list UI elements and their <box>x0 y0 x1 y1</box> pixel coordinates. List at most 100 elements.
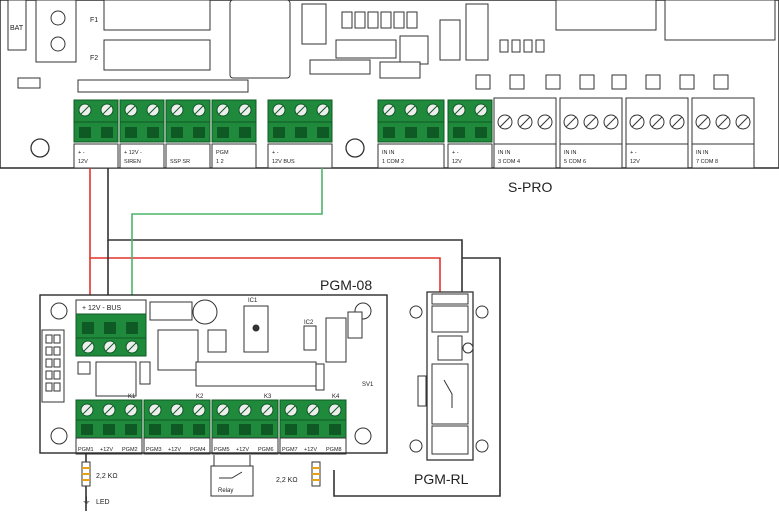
pgm08-output-label: PGM4 <box>190 447 206 453</box>
spro-terminal-block <box>165 99 211 143</box>
mounting-hole <box>409 439 423 453</box>
spro-title: S-PRO <box>508 179 552 195</box>
pgmrl-relay <box>431 363 469 425</box>
pgm08-output-label: PGM2 <box>122 447 138 453</box>
pgmrl-title: PGM-RL <box>414 471 469 487</box>
pgmrl-module: PGM-RL <box>409 291 489 487</box>
mounting-hole <box>30 138 50 158</box>
component <box>17 77 41 89</box>
bat-label: BAT <box>10 25 24 32</box>
fuse-f1-label: F1 <box>90 17 98 24</box>
pgm08-relay-label: K1 <box>128 394 136 400</box>
spro-terminal-bottom-label: 5 COM 6 <box>564 159 586 165</box>
wires <box>85 168 501 511</box>
spro-terminal-label-box <box>211 143 257 169</box>
pgm08-output-label: +12V <box>168 447 181 453</box>
mounting-hole <box>354 427 372 445</box>
pgm08-output-label: +12V <box>236 447 249 453</box>
pgm08-dip-header <box>41 329 65 403</box>
spro-terminal-top-label: IN IN <box>382 150 395 156</box>
spro-terminal-label-box <box>377 143 445 169</box>
buzzer <box>192 299 218 325</box>
spro-terminal-bottom-label: 7 COM 8 <box>696 159 718 165</box>
spro-terminal-top-label: IN IN <box>498 150 511 156</box>
spro-terminal-group-1 <box>73 99 493 143</box>
pgm08-bus-terminal: + 12V - BUS <box>75 299 147 357</box>
spro-terminal-block <box>211 99 257 143</box>
spro-terminal-block <box>447 99 493 143</box>
relay-block <box>229 0 291 79</box>
led-label: LED <box>96 499 110 506</box>
relay-label: Relay <box>218 488 233 494</box>
fuse-f2-label: F2 <box>90 55 98 62</box>
spro-terminal-label-box <box>559 143 623 169</box>
pgmrl-diode <box>417 375 427 407</box>
resistor-2-label: 2,2 KΩ <box>276 477 298 484</box>
mounting-hole <box>50 427 68 445</box>
load-annotations: 2,2 KΩ ⏚ LED Relay 2,2 KΩ <box>81 455 321 506</box>
component-strip <box>77 79 249 93</box>
pgm08-output-label: +12V <box>304 447 317 453</box>
spro-terminal-bottom-label: 12V <box>78 159 88 165</box>
spro-terminal-block <box>267 99 333 143</box>
screw-icon <box>50 10 66 26</box>
pgmrl-chip <box>431 305 469 333</box>
resistor-1-label: 2,2 KΩ <box>96 473 118 480</box>
fuse-1 <box>103 0 211 31</box>
pgmrl-terminal <box>431 425 469 455</box>
spro-terminal-top-label: + - <box>78 150 85 156</box>
pgm08-bus-header: + 12V - BUS <box>82 305 121 312</box>
spro-screw-block <box>493 97 557 145</box>
spro-terminal-top-label: PGM <box>216 150 229 156</box>
spro-terminal-top-label: IN IN <box>564 150 577 156</box>
pgm08-output-label: PGM8 <box>326 447 342 453</box>
ic2-label: IC2 <box>304 320 314 326</box>
wire-pgmrl-return <box>333 257 501 497</box>
spro-terminal-bottom-label: 12V <box>452 159 462 165</box>
spro-terminal-label-box <box>625 143 689 169</box>
mounting-hole <box>475 439 489 453</box>
spro-terminal-bottom-label: 12V <box>630 159 640 165</box>
spro-terminal-bottom-label: 1 COM 2 <box>382 159 404 165</box>
ic1-label: IC1 <box>248 298 258 304</box>
pgmrl-connector <box>431 293 469 305</box>
ic-row <box>309 0 776 79</box>
pgm08-components <box>77 301 363 397</box>
spro-screw-block <box>691 97 755 145</box>
pgm08-output-label: PGM7 <box>282 447 298 453</box>
pgm08-relay-label: K3 <box>264 394 272 400</box>
spro-terminal-top-label: + - <box>452 150 459 156</box>
spro-terminal-label-box <box>119 143 165 169</box>
spro-terminal-block <box>119 99 165 143</box>
wire-gnd-dark <box>107 168 463 298</box>
spro-terminal-label-box <box>447 143 493 169</box>
spro-terminal-label-box <box>73 143 119 169</box>
pgm08-output-label: PGM6 <box>258 447 274 453</box>
spro-screw-block <box>625 97 689 145</box>
spro-terminal-bottom-label: 3 COM 4 <box>498 159 520 165</box>
spro-terminal-top-label: + 12V - <box>124 150 142 156</box>
mounting-hole <box>50 302 68 320</box>
spro-screw-terminals <box>493 97 755 145</box>
spro-terminal-block <box>73 99 119 143</box>
fuse-holder-left <box>35 0 77 63</box>
pgm08-relay-label: K2 <box>196 394 204 400</box>
spro-terminal-top-label: + - <box>630 150 637 156</box>
pgm08-output-label: PGM1 <box>78 447 94 453</box>
mounting-hole <box>409 305 423 319</box>
pgm08-output-block: PGM5 +12V PGM6 K3 <box>211 394 279 455</box>
spro-screw-block <box>559 97 623 145</box>
spro-terminal-block <box>377 99 445 143</box>
fuse-2 <box>103 39 211 71</box>
pgm08-output-label: PGM5 <box>214 447 230 453</box>
spro-terminal-label-box <box>267 143 333 169</box>
relay-box <box>210 465 254 497</box>
pgmrl-component <box>437 335 463 361</box>
spro-terminal-label-box <box>691 143 755 169</box>
